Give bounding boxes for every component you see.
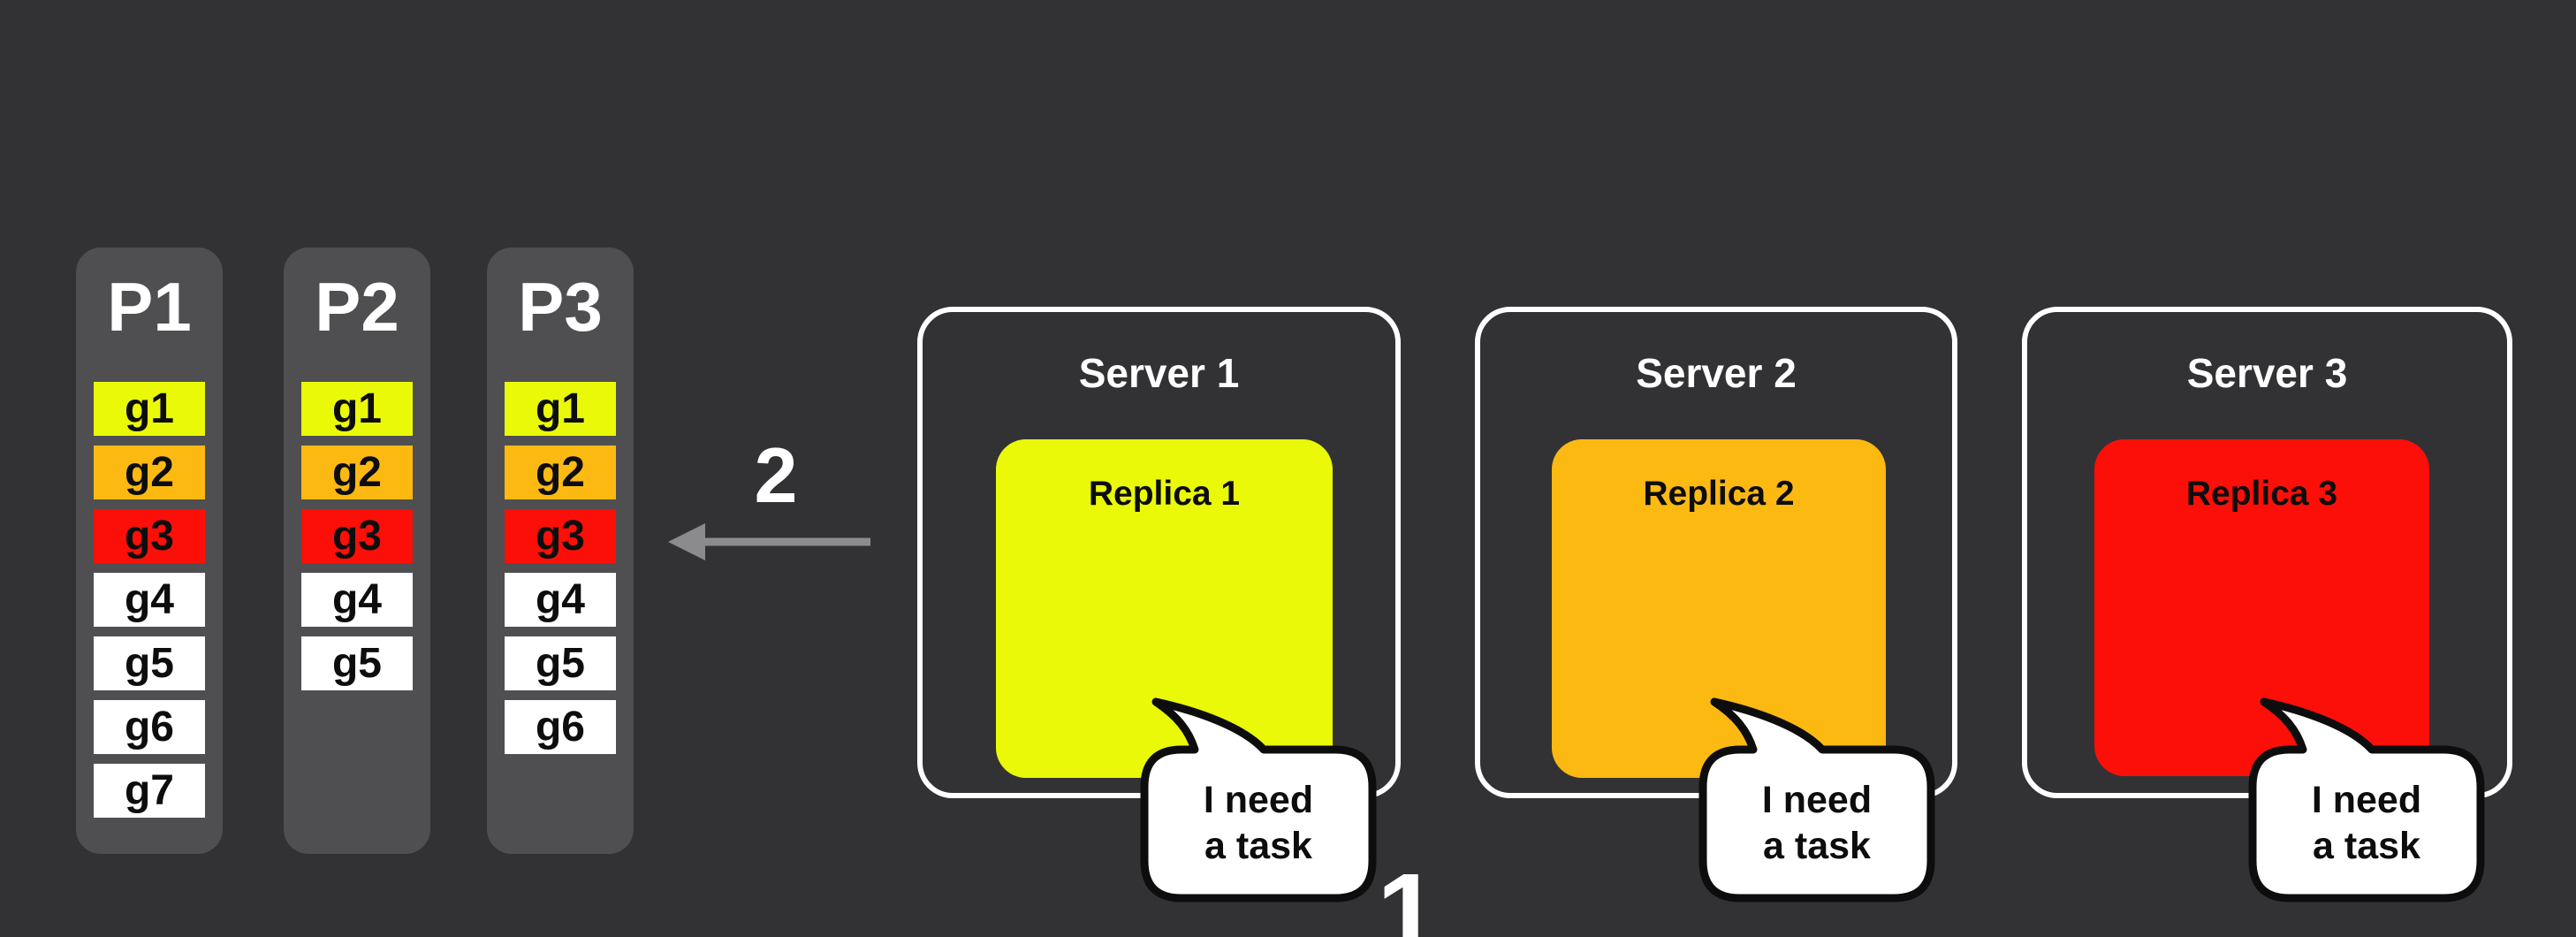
partition-p1: P1 g1 g2 g3 g4 g5 g6 g7	[76, 248, 223, 854]
speech-bubble-icon	[1698, 697, 1935, 903]
partition-p2-task-list: g1 g2 g3 g4 g5	[301, 382, 413, 690]
task-g2: g2	[301, 446, 413, 499]
partition-p2-title: P2	[315, 268, 399, 346]
task-label: g7	[124, 767, 174, 814]
server-2-box: Server 2 Replica 2	[1475, 307, 1957, 798]
speech-bubble-text: I need a task	[1144, 750, 1372, 898]
task-g4: g4	[301, 573, 413, 627]
task-g2: g2	[94, 446, 205, 499]
task-label: g2	[124, 449, 174, 496]
bubble-line-2: a task	[1204, 825, 1312, 867]
server-3-box: Server 3 Replica 3	[2022, 307, 2512, 798]
task-label: g4	[124, 576, 174, 623]
server-3-title: Server 3	[2186, 350, 2348, 396]
task-label: g2	[331, 449, 382, 496]
task-g6: g6	[94, 700, 205, 754]
replica-1-label: Replica 1	[1088, 475, 1241, 513]
bubble-line-1: I need	[2311, 779, 2422, 822]
task-g1: g1	[505, 382, 616, 436]
server-1-title: Server 1	[1078, 350, 1240, 396]
task-label: g1	[535, 385, 585, 432]
task-label: g5	[124, 640, 174, 687]
bubble-line-2: a task	[1763, 825, 1871, 867]
task-g3: g3	[94, 509, 205, 563]
replica-1-box: Replica 1	[996, 439, 1333, 778]
task-g1: g1	[301, 382, 413, 436]
server-2-title: Server 2	[1636, 350, 1797, 396]
task-g1: g1	[94, 382, 205, 436]
partition-p1-title: P1	[107, 268, 192, 346]
task-g4: g4	[505, 573, 616, 627]
replica-3-label: Replica 3	[2185, 475, 2338, 513]
speech-bubble-server-3: I need a task	[2248, 695, 2496, 907]
partition-p3: P3 g1 g2 g3 g4 g5 g6	[487, 248, 634, 854]
task-label: g3	[331, 513, 382, 560]
assign-task-arrow-icon	[668, 523, 870, 560]
bubble-line-1: I need	[1203, 779, 1314, 822]
task-label: g1	[124, 385, 174, 432]
server-1-box: Server 1 Replica 1	[917, 307, 1401, 798]
speech-bubble-server-1: I need a task	[1140, 695, 1387, 907]
task-label: g5	[535, 640, 585, 687]
task-label: g2	[535, 449, 585, 496]
task-g3: g3	[301, 509, 413, 563]
speech-bubble-icon	[2248, 697, 2485, 903]
task-label: g6	[535, 704, 585, 750]
task-g6: g6	[505, 700, 616, 754]
task-g5: g5	[505, 636, 616, 690]
task-label: g5	[331, 640, 382, 687]
task-label: g6	[124, 704, 174, 750]
partition-p2: P2 g1 g2 g3 g4 g5	[284, 248, 430, 854]
task-g7: g7	[94, 764, 205, 818]
task-g5: g5	[94, 636, 205, 690]
partition-p3-title: P3	[518, 268, 603, 346]
task-label: g3	[124, 513, 174, 560]
task-g2: g2	[505, 446, 616, 499]
speech-bubble-text: I need a task	[2253, 750, 2481, 898]
task-label: g1	[331, 385, 382, 432]
partition-p3-task-list: g1 g2 g3 g4 g5 g6	[505, 382, 616, 754]
task-g4: g4	[94, 573, 205, 627]
replica-2-box: Replica 2	[1552, 439, 1886, 778]
replica-2-label: Replica 2	[1643, 475, 1795, 513]
step-2-label: 2	[754, 431, 798, 519]
task-g3: g3	[505, 509, 616, 563]
task-label: g4	[535, 576, 585, 623]
task-g5: g5	[301, 636, 413, 690]
replica-3-box: Replica 3	[2094, 439, 2429, 776]
task-label: g4	[331, 576, 382, 623]
speech-bubble-text: I need a task	[1703, 750, 1931, 898]
speech-bubble-icon	[1140, 697, 1377, 903]
partition-p1-task-list: g1 g2 g3 g4 g5 g6 g7	[94, 382, 205, 818]
task-label: g3	[535, 513, 585, 560]
speech-bubble-server-2: I need a task	[1698, 695, 1946, 907]
step-1-label: 1	[1376, 850, 1440, 937]
bubble-line-1: I need	[1761, 779, 1873, 822]
bubble-line-2: a task	[2313, 825, 2420, 867]
